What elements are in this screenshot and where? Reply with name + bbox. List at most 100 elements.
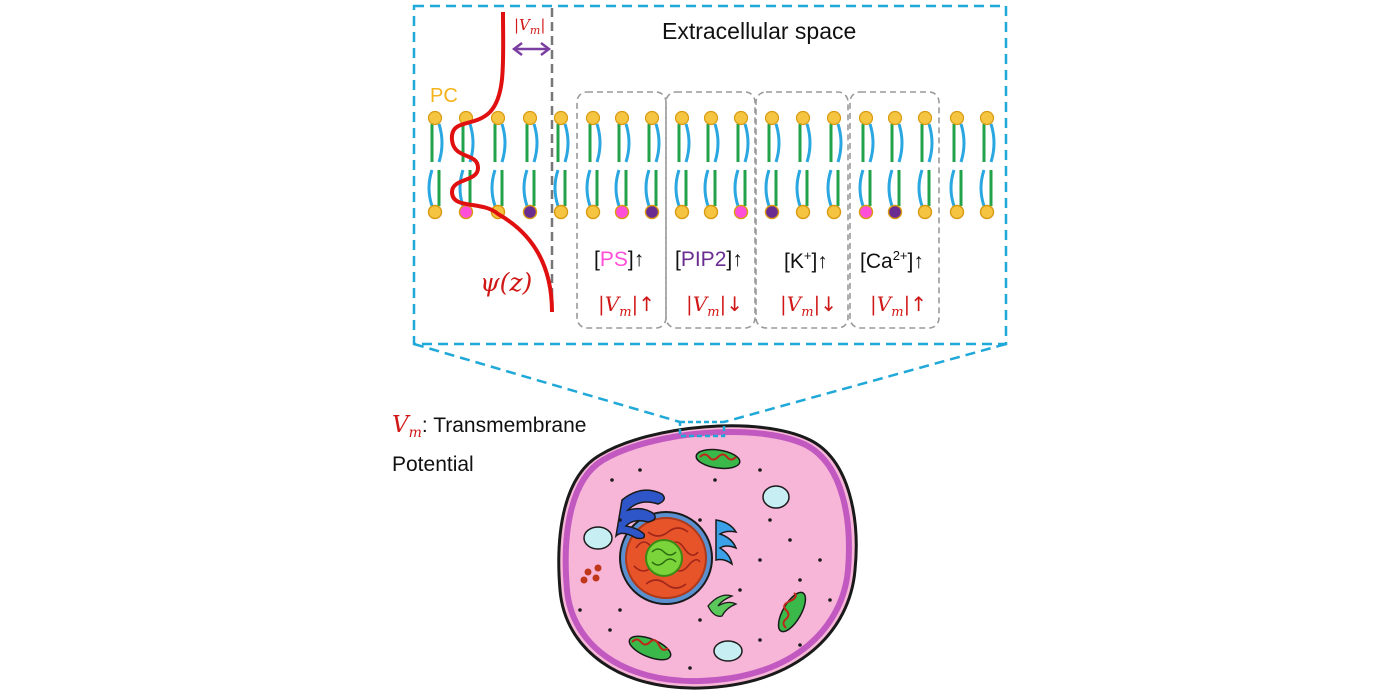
lipid-tail xyxy=(949,169,956,207)
lipid-tail xyxy=(684,123,691,163)
ribosome-dot xyxy=(618,608,622,612)
lipid-tail xyxy=(927,123,934,163)
lipid-tail xyxy=(437,123,444,163)
lipid-tail xyxy=(733,169,740,207)
lipid-head-top xyxy=(553,110,569,126)
lipid-head-bottom xyxy=(703,204,719,220)
lipid-tail xyxy=(826,169,833,207)
zoom-line-left xyxy=(413,342,681,424)
lipid-tail xyxy=(624,123,631,163)
ribosome-dot xyxy=(768,518,772,522)
lipid-head-top xyxy=(917,110,933,126)
lipid-tail xyxy=(795,169,802,207)
vm-magnitude-label: |Vm| xyxy=(514,16,546,37)
lipid-tail xyxy=(595,123,602,163)
ribosome-dot xyxy=(758,638,762,642)
lipid-tail xyxy=(490,169,497,207)
nucleolus-detail xyxy=(651,548,677,566)
lipid-head-bottom xyxy=(458,204,474,220)
ribosome-dot xyxy=(578,608,582,612)
lipid-head-top xyxy=(826,110,842,126)
extracellular-title: Extracellular space xyxy=(662,18,857,44)
group-label-k: [K+]↑ xyxy=(784,248,828,273)
potential-curve xyxy=(449,11,554,313)
vm-effect-ca: |Vm|↑ xyxy=(870,292,928,320)
group-box-0 xyxy=(576,91,667,329)
psi-label: ψ(z) xyxy=(480,268,533,297)
lipid-head-top xyxy=(887,110,903,126)
ribosome-dot xyxy=(828,598,832,602)
lipid-tail xyxy=(836,123,843,163)
ribosome-dot xyxy=(758,468,762,472)
lipid-head-top xyxy=(795,110,811,126)
lipid-head-top xyxy=(644,110,660,126)
lipid-head-top xyxy=(614,110,630,126)
golgi-apparatus xyxy=(715,519,738,566)
legend: Vm: Transmembrane Potential xyxy=(392,410,586,480)
lipid-head-bottom xyxy=(795,204,811,220)
lipid-head-bottom xyxy=(733,204,749,220)
vm-effect-k: |Vm|↓ xyxy=(780,292,838,320)
lipid-head-top xyxy=(522,110,538,126)
ribosome-dot xyxy=(618,518,622,522)
lipid-head-bottom xyxy=(644,204,660,220)
group-label-ps: [PS]↑ xyxy=(594,248,645,271)
lipid-head-top xyxy=(427,110,443,126)
lipid-tail xyxy=(585,169,592,207)
endoplasmic-reticulum xyxy=(614,489,665,540)
group-box-2 xyxy=(755,91,849,329)
ribosome-dot xyxy=(688,666,692,670)
pc-label: PC xyxy=(430,85,458,107)
smooth-er xyxy=(707,594,738,617)
mitochondria-cristae xyxy=(631,453,797,651)
lipid-head-bottom xyxy=(917,204,933,220)
lipid-tail xyxy=(713,123,720,163)
lipid-head-bottom xyxy=(979,204,995,220)
lipid-tail xyxy=(674,169,681,207)
cell-membrane-inner xyxy=(562,428,852,685)
lipid-tail xyxy=(500,123,507,163)
ribosome-dot xyxy=(758,558,762,562)
lipid-head-top xyxy=(949,110,965,126)
group-box-1 xyxy=(665,91,756,329)
ribosome-dot xyxy=(738,588,742,592)
lipid-head-bottom xyxy=(764,204,780,220)
lipid-tail xyxy=(858,169,865,207)
lipid-tail xyxy=(703,169,710,207)
cell-zoom-marker xyxy=(678,420,726,438)
lipid-head-top xyxy=(585,110,601,126)
lipid-head-top xyxy=(733,110,749,126)
lipid-head-top xyxy=(490,110,506,126)
lipid-tail xyxy=(774,123,781,163)
vacuoles xyxy=(583,485,790,662)
lipid-head-bottom xyxy=(674,204,690,220)
lipid-bilayer xyxy=(427,110,996,220)
ribosome-dot xyxy=(698,618,702,622)
lipid-head-bottom xyxy=(553,204,569,220)
lipid-tail xyxy=(805,123,812,163)
ribosome-dot xyxy=(608,628,612,632)
group-box-3 xyxy=(849,91,940,329)
lipid-tail xyxy=(563,123,570,163)
lipid-head-top xyxy=(674,110,690,126)
lipid-tail xyxy=(887,169,894,207)
lipid-tail xyxy=(522,169,529,207)
lipid-head-bottom xyxy=(887,204,903,220)
vm-effect-ps: |Vm|↑ xyxy=(598,292,656,320)
group-label-pip2: [PIP2]↑ xyxy=(675,248,743,271)
group-label-ca: [Ca2+]↑ xyxy=(860,248,924,273)
lipid-tail xyxy=(979,169,986,207)
lipid-head-bottom xyxy=(614,204,630,220)
lipid-tail xyxy=(897,123,904,163)
lipid-head-bottom xyxy=(858,204,874,220)
lipid-tail xyxy=(553,169,560,207)
lipid-tail xyxy=(654,123,661,163)
lipid-tail xyxy=(917,169,924,207)
lipid-tail xyxy=(614,169,621,207)
lipid-tail xyxy=(989,123,996,163)
lipid-tail xyxy=(868,123,875,163)
ribosome-dot xyxy=(698,518,702,522)
zoom-line-right xyxy=(723,342,1007,424)
